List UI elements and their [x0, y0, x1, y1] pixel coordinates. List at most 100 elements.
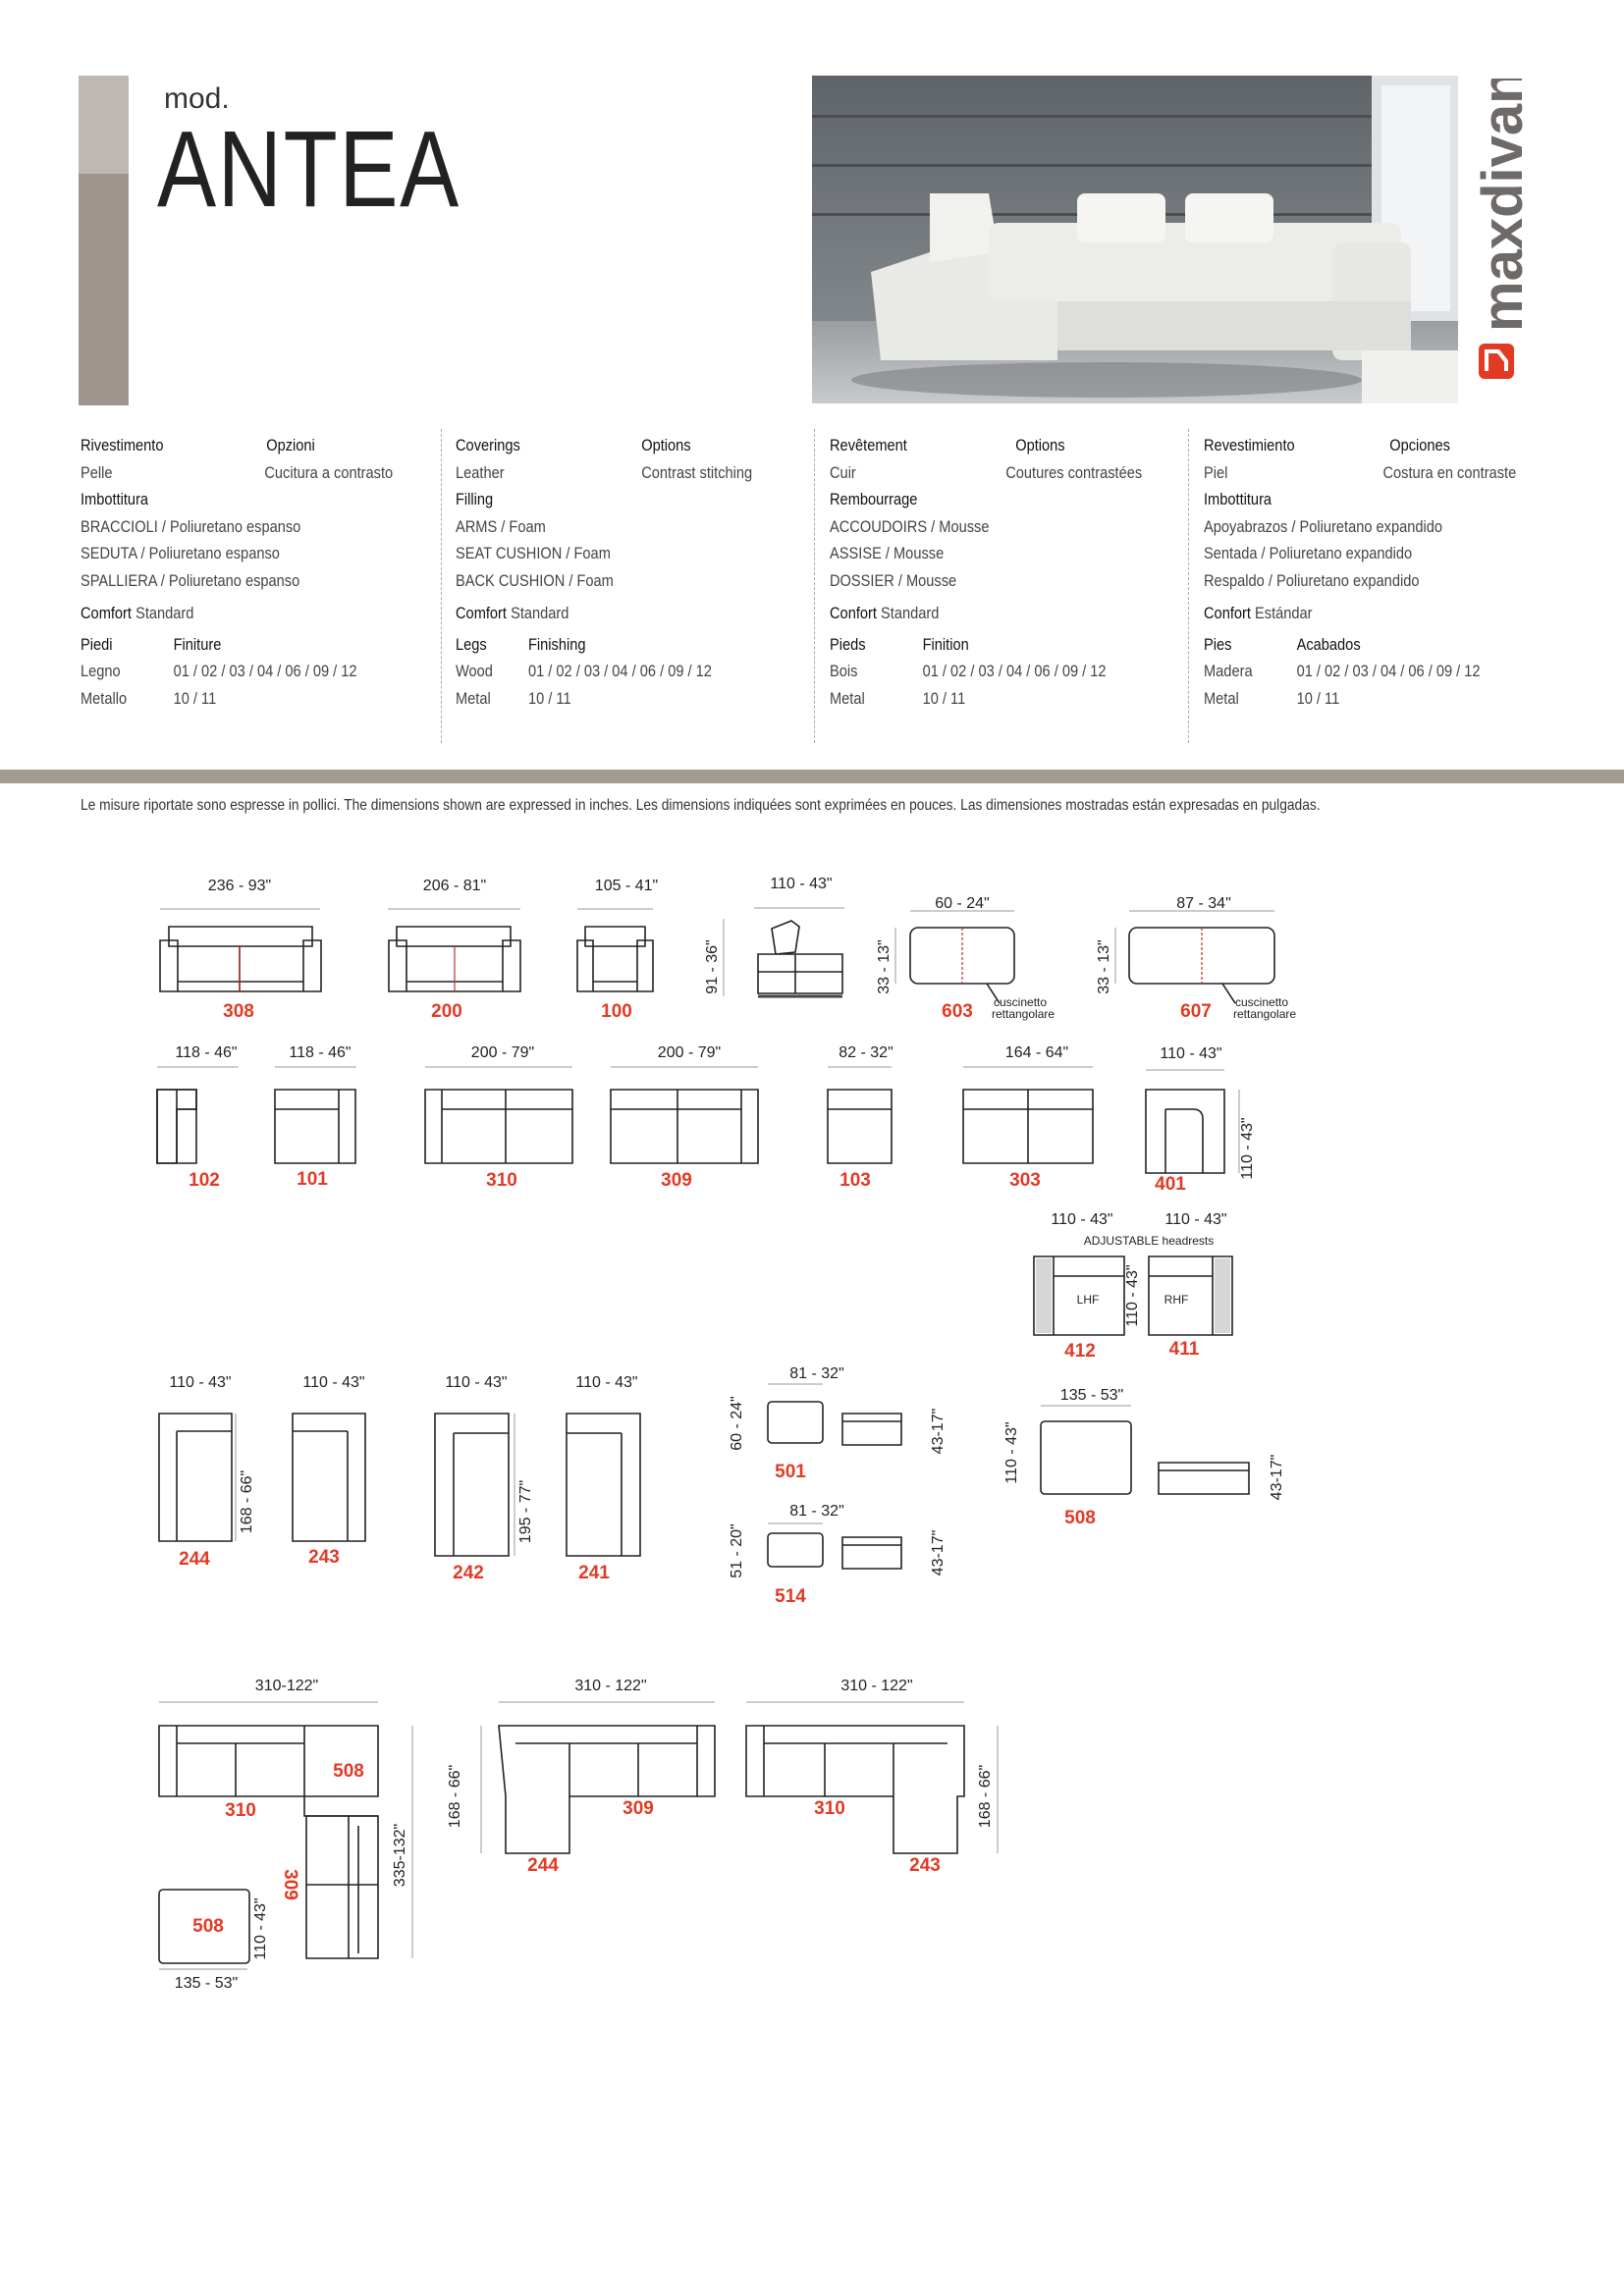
- svg-text:87 - 34": 87 - 34": [1176, 895, 1231, 912]
- section-divider: [0, 770, 1624, 783]
- svg-text:103: 103: [839, 1170, 871, 1191]
- svg-text:309: 309: [661, 1170, 692, 1191]
- svg-text:33 - 13": 33 - 13": [876, 939, 893, 994]
- svg-text:110 - 43": 110 - 43": [1003, 1421, 1020, 1483]
- svg-text:168 - 66": 168 - 66": [447, 1765, 463, 1828]
- module-308: 236 - 93" 308: [159, 878, 322, 1022]
- module-244: 110 - 43" 168 - 66" 244: [158, 1374, 255, 1570]
- svg-text:cuscinetto: cuscinetto: [1235, 995, 1288, 1009]
- svg-text:309: 309: [623, 1798, 654, 1819]
- svg-text:200 - 79": 200 - 79": [658, 1044, 721, 1061]
- spec-divider: [814, 429, 815, 743]
- svg-text:508: 508: [1064, 1508, 1096, 1528]
- module-100: 105 - 41" 100: [576, 878, 658, 1022]
- module-401: 110 - 43" 110 - 43" 401: [1145, 1045, 1256, 1195]
- svg-text:91 - 36": 91 - 36": [704, 939, 721, 994]
- svg-text:164 - 64": 164 - 64": [1005, 1044, 1068, 1061]
- module-102: 118 - 46" 102: [156, 1044, 239, 1191]
- module-514: 81 - 32" 51 - 20" 43-17" 514: [729, 1503, 947, 1607]
- svg-text:195 - 77": 195 - 77": [517, 1480, 534, 1543]
- svg-text:110 - 43": 110 - 43": [1051, 1211, 1112, 1228]
- svg-text:243: 243: [909, 1855, 941, 1876]
- svg-text:241: 241: [578, 1563, 610, 1583]
- svg-text:200 - 79": 200 - 79": [471, 1044, 534, 1061]
- svg-text:rettangolare: rettangolare: [1233, 1007, 1296, 1021]
- header-bar-dark: [79, 174, 129, 405]
- svg-text:110 - 43": 110 - 43": [1164, 1211, 1226, 1228]
- module-309: 200 - 79" 309: [610, 1044, 759, 1191]
- svg-text:244: 244: [527, 1855, 559, 1876]
- svg-text:rettangolare: rettangolare: [992, 1007, 1055, 1021]
- module-303: 164 - 64" 303: [962, 1044, 1094, 1191]
- svg-text:168 - 66": 168 - 66": [239, 1470, 255, 1533]
- composition-b: 310 - 122" 168 - 66" 309 244: [447, 1678, 716, 1876]
- svg-text:110 - 43": 110 - 43": [575, 1374, 637, 1391]
- composition-c: 310 - 122" 168 - 66" 310 243: [745, 1678, 999, 1876]
- svg-text:514: 514: [775, 1586, 806, 1607]
- composition-a: 310-122" 310 508 309 335-132" 508 110 - …: [158, 1678, 413, 1992]
- module-603: 60 - 24" 33 - 13" 603 cuscinetto rettang…: [876, 895, 1055, 1022]
- svg-text:110 - 43": 110 - 43": [770, 876, 832, 892]
- svg-text:118 - 46": 118 - 46": [175, 1044, 237, 1061]
- svg-text:135 - 53": 135 - 53": [1060, 1387, 1123, 1404]
- svg-text:81 - 32": 81 - 32": [789, 1365, 844, 1382]
- svg-text:43-17": 43-17": [930, 1530, 947, 1576]
- svg-text:110 - 43": 110 - 43": [445, 1374, 507, 1391]
- svg-text:110 - 43": 110 - 43": [1239, 1117, 1256, 1179]
- svg-text:236 - 93": 236 - 93": [208, 878, 271, 894]
- svg-text:244: 244: [179, 1549, 210, 1570]
- module-101: 118 - 46" 101: [274, 1044, 356, 1190]
- svg-text:308: 308: [223, 1001, 254, 1022]
- svg-text:cuscinetto: cuscinetto: [994, 995, 1047, 1009]
- module-side-view: 110 - 43" 91 - 36": [704, 876, 844, 998]
- brand-logo: maxdivani: [1463, 53, 1542, 383]
- svg-text:110 - 43": 110 - 43": [1124, 1264, 1141, 1326]
- svg-text:310: 310: [486, 1170, 517, 1191]
- svg-text:310 - 122": 310 - 122": [840, 1678, 912, 1694]
- svg-text:411: 411: [1169, 1339, 1200, 1360]
- module-501: 81 - 32" 60 - 24" 43-17" 501: [729, 1365, 947, 1482]
- svg-text:206 - 81": 206 - 81": [423, 878, 486, 894]
- svg-text:200: 200: [431, 1001, 462, 1022]
- svg-text:401: 401: [1155, 1174, 1186, 1195]
- svg-text:335-132": 335-132": [392, 1824, 408, 1887]
- module-607: 87 - 34" 33 - 13" 607 cuscinetto rettang…: [1096, 895, 1296, 1022]
- brand-name: maxdivani: [1471, 79, 1535, 332]
- svg-text:310 - 122": 310 - 122": [574, 1678, 646, 1694]
- svg-text:110 - 43": 110 - 43": [302, 1374, 364, 1391]
- svg-text:310-122": 310-122": [255, 1678, 318, 1694]
- svg-text:LHF: LHF: [1077, 1293, 1100, 1307]
- svg-text:110 - 43": 110 - 43": [252, 1897, 269, 1959]
- svg-text:135 - 53": 135 - 53": [175, 1975, 238, 1992]
- svg-text:508: 508: [333, 1761, 364, 1782]
- svg-text:100: 100: [601, 1001, 632, 1022]
- svg-text:310: 310: [814, 1798, 845, 1819]
- svg-text:43-17": 43-17": [930, 1409, 947, 1455]
- svg-text:303: 303: [1009, 1170, 1041, 1191]
- module-243: 110 - 43" 243: [292, 1374, 366, 1568]
- sofa-photo: [812, 76, 1458, 403]
- svg-text:243: 243: [308, 1547, 340, 1568]
- module-200: 206 - 81" 200: [388, 878, 521, 1022]
- module-242: 110 - 43" 195 - 77" 242: [434, 1374, 534, 1583]
- svg-text:603: 603: [942, 1001, 973, 1022]
- module-412-411: 110 - 43" 110 - 43" ADJUSTABLE headrests…: [1033, 1211, 1233, 1362]
- svg-text:82 - 32": 82 - 32": [839, 1044, 893, 1061]
- svg-text:309: 309: [280, 1869, 300, 1900]
- svg-text:310: 310: [225, 1800, 256, 1821]
- svg-text:105 - 41": 105 - 41": [595, 878, 658, 894]
- module-241: 110 - 43" 241: [566, 1374, 641, 1583]
- svg-text:607: 607: [1180, 1001, 1212, 1022]
- svg-text:110 - 43": 110 - 43": [1160, 1045, 1221, 1062]
- spec-divider: [441, 429, 442, 743]
- model-name: ANTEA: [157, 109, 460, 230]
- module-103: 82 - 32" 103: [827, 1044, 893, 1191]
- svg-text:60 - 24": 60 - 24": [935, 895, 990, 912]
- svg-text:168 - 66": 168 - 66": [977, 1765, 994, 1828]
- svg-text:102: 102: [189, 1170, 220, 1191]
- svg-text:508: 508: [192, 1916, 224, 1937]
